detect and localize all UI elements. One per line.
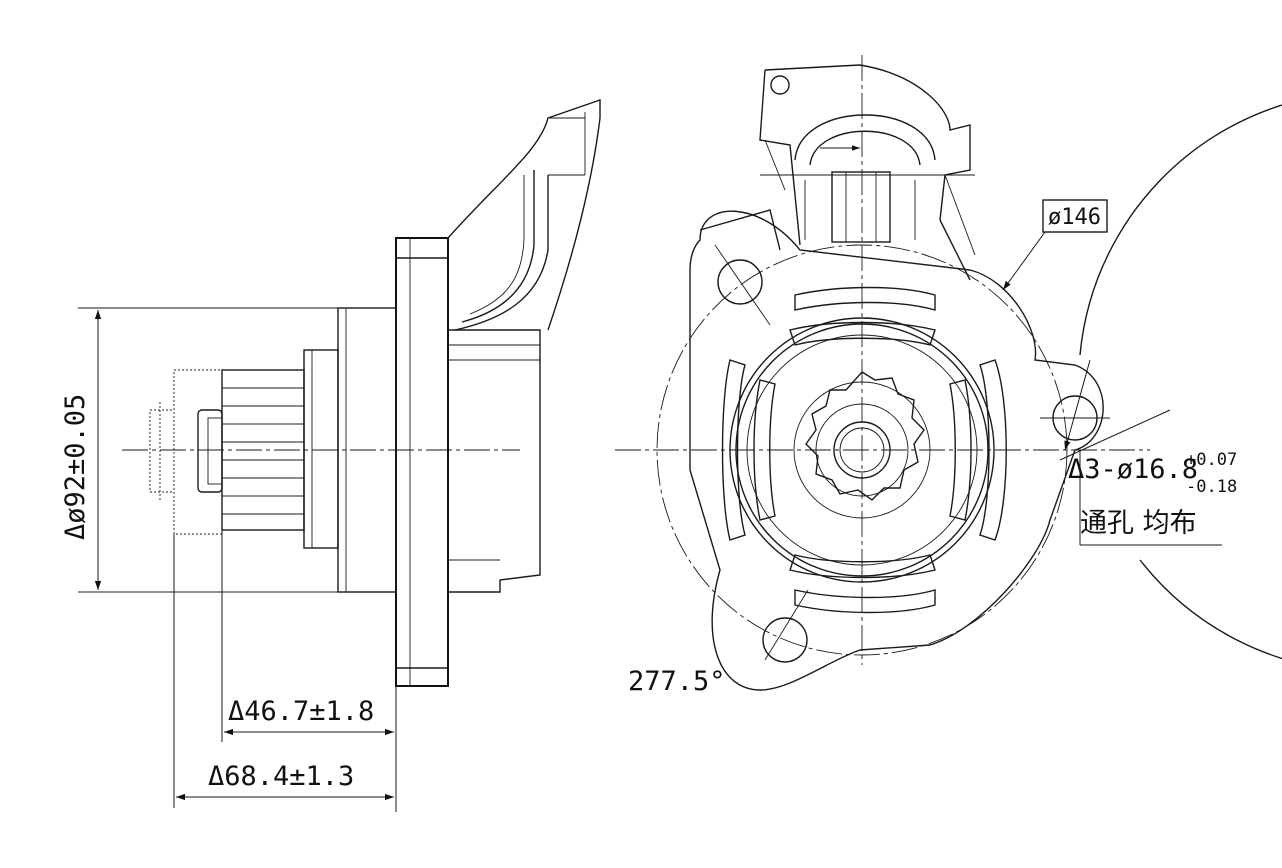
overall-offset-label: Δ68.4±1.3 (208, 761, 354, 792)
front-pinion-gear (805, 371, 925, 501)
solenoid-top (699, 64, 976, 281)
front-view: ø146 Δ3-ø16.8 +0.07 -0.18 通孔 均布 277.5° (615, 55, 1282, 697)
angle-arc (1079, 104, 1282, 660)
pitch-circle-callout: ø146 (1002, 199, 1108, 291)
hole-note-label: 通孔 均布 (1080, 508, 1197, 539)
housing-profile (447, 99, 601, 593)
pinion-offset-label: Δ46.7±1.8 (228, 696, 374, 727)
housing-outer-ring (729, 317, 995, 583)
housing-ring-2 (735, 323, 989, 577)
bore-diameter-label: Δø92±0.05 (60, 394, 91, 540)
hole-top (717, 259, 763, 305)
hole-tol-upper: +0.07 (1186, 450, 1237, 470)
angle-label: 277.5° (628, 666, 726, 697)
hole-spec-callout: Δ3-ø16.8 +0.07 -0.18 通孔 均布 (1059, 359, 1237, 546)
shaft-end (149, 402, 223, 500)
hole-spec-label: Δ3-ø16.8 (1068, 454, 1198, 485)
pitch-circle-label-box (1042, 199, 1108, 233)
dim-bore-diameter: Δø92±0.05 (60, 307, 338, 593)
hole-bottom (762, 617, 808, 663)
pitch-circle (656, 244, 1068, 656)
mounting-flange (395, 237, 449, 687)
hole-tol-lower: -0.18 (1186, 477, 1237, 497)
vent-slots (721, 286, 1007, 614)
dim-overall-offset: Δ68.4±1.3 (173, 534, 394, 808)
dim-pinion-offset: Δ46.7±1.8 (221, 530, 397, 812)
pinion-gear (173, 369, 305, 535)
housing-ring-4 (793, 381, 931, 519)
housing-ring-3 (746, 334, 978, 566)
mounting-holes (714, 244, 1110, 663)
pitch-circle-label: ø146 (1048, 205, 1101, 230)
side-view: Δø92±0.05 Δ46.7±1.8 Δ68.4±1.3 (60, 99, 601, 812)
flange-outline (689, 210, 1104, 691)
